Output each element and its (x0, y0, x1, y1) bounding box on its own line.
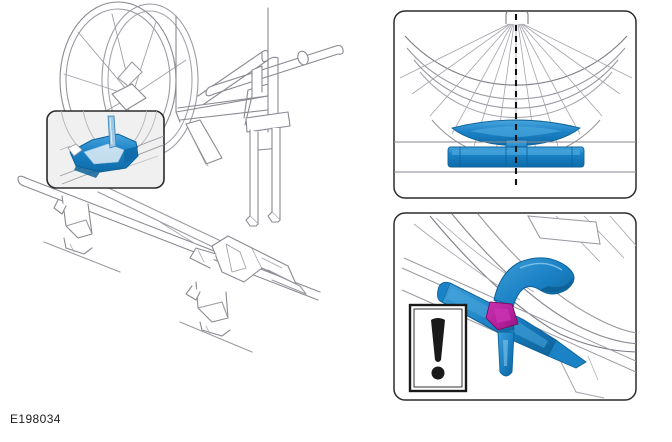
roof-rack-foot-front (43, 195, 121, 273)
inset-blue-clamp (59, 115, 139, 178)
roof-rack-foot-rear (179, 281, 253, 353)
bicycle-front-fork (243, 65, 291, 227)
bike-carrier-clamp (189, 235, 307, 295)
warning-notice-box (408, 303, 468, 393)
detail-inset-box (46, 110, 165, 189)
strap-panel (393, 212, 637, 401)
exclamation-bar-icon (431, 318, 445, 362)
alignment-panel (393, 10, 637, 199)
strap-buckle-magenta (485, 301, 519, 331)
bike-carrier-frame-arms (175, 7, 344, 167)
exclamation-dot-icon (431, 366, 445, 380)
figure-caption: E198034 (10, 412, 61, 426)
